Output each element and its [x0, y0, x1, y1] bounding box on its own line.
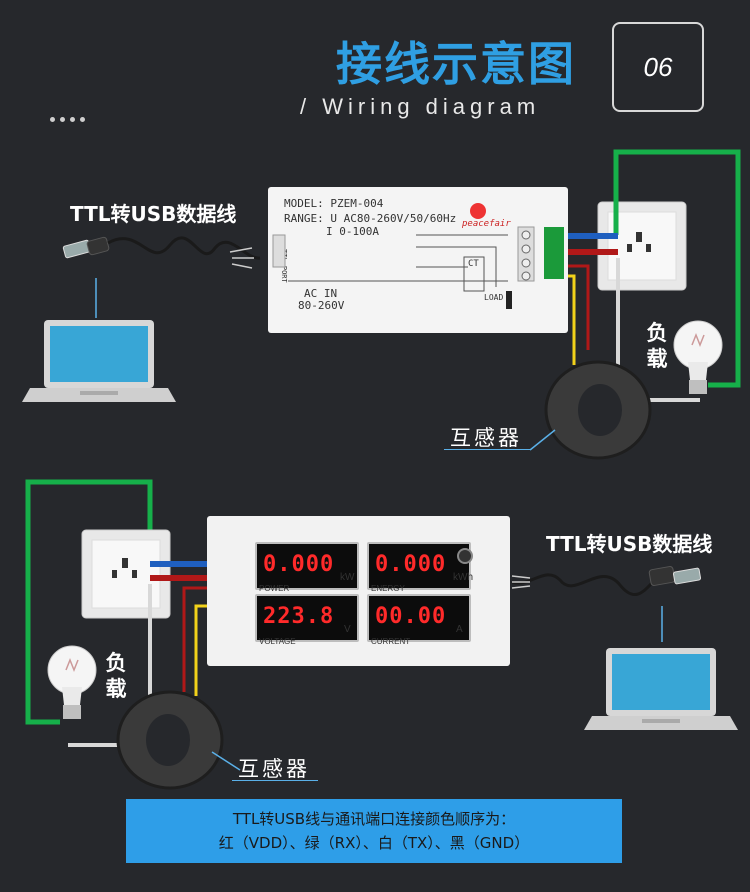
red-wire-down: [182, 586, 210, 692]
top-load-label: 负 载: [645, 320, 669, 372]
load-char-1: 负: [105, 651, 127, 675]
power-display: 0.000: [255, 542, 359, 590]
load-char-2: 载: [646, 347, 668, 371]
usb-cable-icon: [511, 566, 702, 596]
voltage-display: 223.8: [255, 594, 359, 642]
power-unit: kW: [340, 572, 355, 583]
red-wire-down: [560, 264, 590, 350]
energy-caption: ENERGY: [371, 584, 405, 593]
note-line-1: TTL转USB线与通讯端口连接颜色顺序为：: [232, 810, 516, 828]
current-value: 00.00: [375, 604, 447, 629]
load-terminal-label: LOAD: [484, 293, 504, 302]
underline: [444, 449, 530, 450]
underline: [232, 780, 318, 781]
load-char-1: 负: [646, 321, 668, 345]
load-char-2: 载: [105, 677, 127, 701]
usb-cable-icon: [62, 236, 261, 269]
meter-circuit-lines: [272, 226, 564, 309]
ct-label: CT: [468, 259, 479, 269]
wall-socket-icon: [81, 529, 171, 619]
bottom-wiring-diagram: [25, 479, 738, 790]
bottom-load-label: 负 载: [104, 650, 128, 702]
note-line-2: 红（VDD）、绿（RX）、白（TX）、黑（GND）: [218, 834, 530, 852]
power-caption: POWER: [259, 584, 290, 593]
voltage-caption: VOLTAGE: [259, 637, 296, 646]
current-caption: CURRENT: [371, 637, 411, 646]
section-number-badge: 06: [612, 22, 704, 112]
bottom-cable-label: TTL转USB数据线: [546, 532, 713, 556]
page-title: 接线示意图: [336, 37, 576, 91]
green-wire: [25, 479, 153, 725]
top-wiring-diagram: [22, 149, 741, 460]
bottom-transformer-label: 互感器: [238, 757, 310, 781]
light-bulb-icon: [673, 320, 723, 394]
ac-in-label: AC IN: [304, 287, 338, 300]
current-display: 00.00: [367, 594, 471, 642]
laptop-icon: [584, 648, 738, 730]
energy-value: 0.000: [375, 552, 447, 577]
meter-range-i: I 0-100A: [326, 225, 379, 238]
current-transformer-icon: [116, 690, 224, 790]
green-wire: [613, 149, 741, 388]
voltage-value: 223.8: [263, 604, 335, 629]
meter-range-u: RANGE: U AC80-260V/50/60Hz: [284, 212, 457, 225]
voltage-unit: V: [344, 624, 351, 635]
top-transformer-label: 互感器: [450, 426, 522, 450]
decorative-dots-icon: [50, 107, 90, 126]
laptop-icon: [22, 320, 176, 402]
brand-name: peacefair: [462, 219, 511, 229]
energy-display: 0.000: [367, 542, 471, 590]
brand-logo-icon: [470, 203, 486, 219]
wiring-color-note: TTL转USB线与通讯端口连接颜色顺序为： 红（VDD）、绿（RX）、白（TX）…: [126, 799, 622, 863]
current-unit: A: [456, 624, 463, 635]
pzem-meter-module: MODEL: PZEM-004 RANGE: U AC80-260V/50/60…: [268, 187, 568, 333]
light-bulb-icon: [47, 645, 97, 719]
current-transformer-icon: [544, 360, 652, 460]
wall-socket-icon: [597, 201, 687, 291]
meter-model: MODEL: PZEM-004: [284, 197, 384, 210]
top-cable-label: TTL转USB数据线: [70, 202, 237, 226]
ac-range-label: 80-260V: [298, 299, 345, 312]
power-value: 0.000: [263, 552, 335, 577]
energy-unit: kWh: [453, 572, 473, 583]
panel-meter: 0.000 POWER kW 0.000 ENERGY kWh 223.8 VO…: [207, 516, 510, 666]
reset-button[interactable]: [457, 548, 473, 564]
yellow-wire: [194, 604, 210, 696]
page-subtitle: / Wiring diagram: [300, 94, 541, 119]
